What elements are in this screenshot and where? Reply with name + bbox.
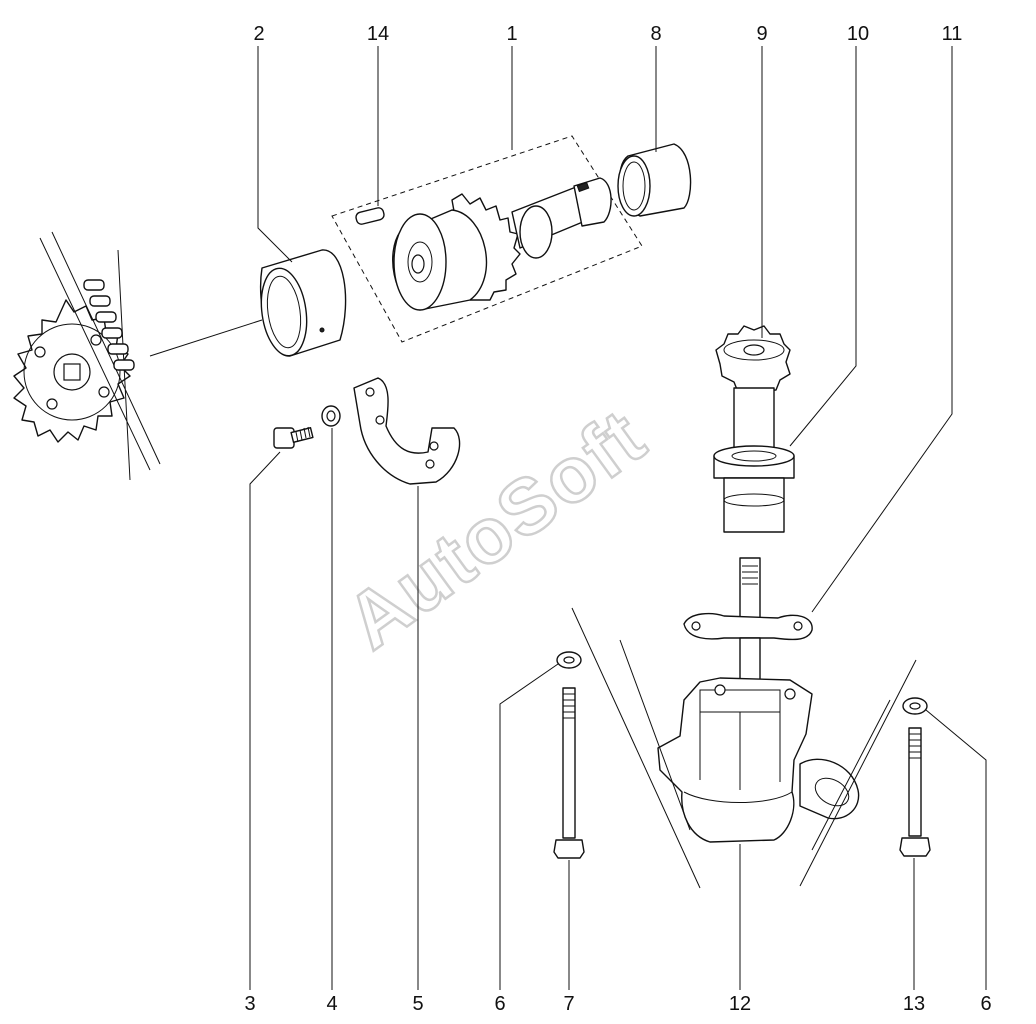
callout-11: 11 [942, 23, 963, 45]
stud-bolt-13-icon [899, 727, 931, 857]
oil-pump-12-icon [571, 607, 917, 889]
callout-2: 2 [253, 23, 264, 45]
retaining-plate-5-icon [353, 377, 461, 485]
callout-3: 3 [244, 993, 255, 1015]
stud-bolt-7-icon [553, 687, 585, 859]
drive-gear-9-icon [715, 325, 791, 455]
callout-14: 14 [367, 23, 389, 45]
callout-9: 9 [756, 23, 767, 45]
callout-6-right: 6 [980, 993, 991, 1015]
callout-7: 7 [563, 993, 574, 1015]
callout-12: 12 [729, 993, 751, 1015]
washer-4-icon [321, 405, 341, 427]
chain-icon [83, 279, 135, 371]
callout-10: 10 [847, 23, 869, 45]
bolt-3-icon [273, 426, 314, 449]
callout-1: 1 [506, 23, 517, 45]
callout-6-left: 6 [494, 993, 505, 1015]
washer-6-left-icon [556, 651, 582, 669]
intermediate-shaft-1-icon [331, 135, 643, 343]
callout-8: 8 [650, 23, 661, 45]
bushing-2-icon [259, 249, 347, 357]
gasket-11-icon [683, 557, 813, 689]
callout-13: 13 [903, 993, 925, 1015]
callout-4: 4 [326, 993, 337, 1015]
washer-6-right-icon [902, 697, 928, 715]
bushing-8-icon [617, 143, 692, 217]
pin-14-icon [355, 207, 385, 225]
callout-5: 5 [412, 993, 423, 1015]
seal-10-icon [713, 445, 795, 533]
callouts: 2 14 1 8 9 10 11 3 4 5 6 7 12 13 6 [244, 23, 991, 1015]
leader-lines [149, 46, 987, 990]
sprocket-icon [13, 231, 161, 481]
